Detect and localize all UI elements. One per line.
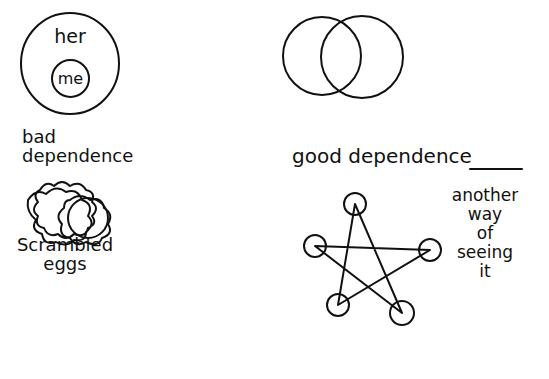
caption-label: Scrambled eggs (10, 236, 120, 274)
egg-yolk (68, 198, 108, 238)
outer-circle: her me (20, 12, 120, 115)
separator-line (470, 168, 522, 170)
venn-circle (321, 16, 403, 98)
pentagram (304, 193, 441, 325)
caption-label: good dependence (292, 146, 532, 167)
node-text: her (54, 26, 86, 47)
caption-label: bad dependence (14, 128, 134, 166)
inner-circle: me (51, 59, 90, 98)
node-text: me (58, 70, 83, 88)
caption-label: another way of seeing it (440, 186, 530, 281)
